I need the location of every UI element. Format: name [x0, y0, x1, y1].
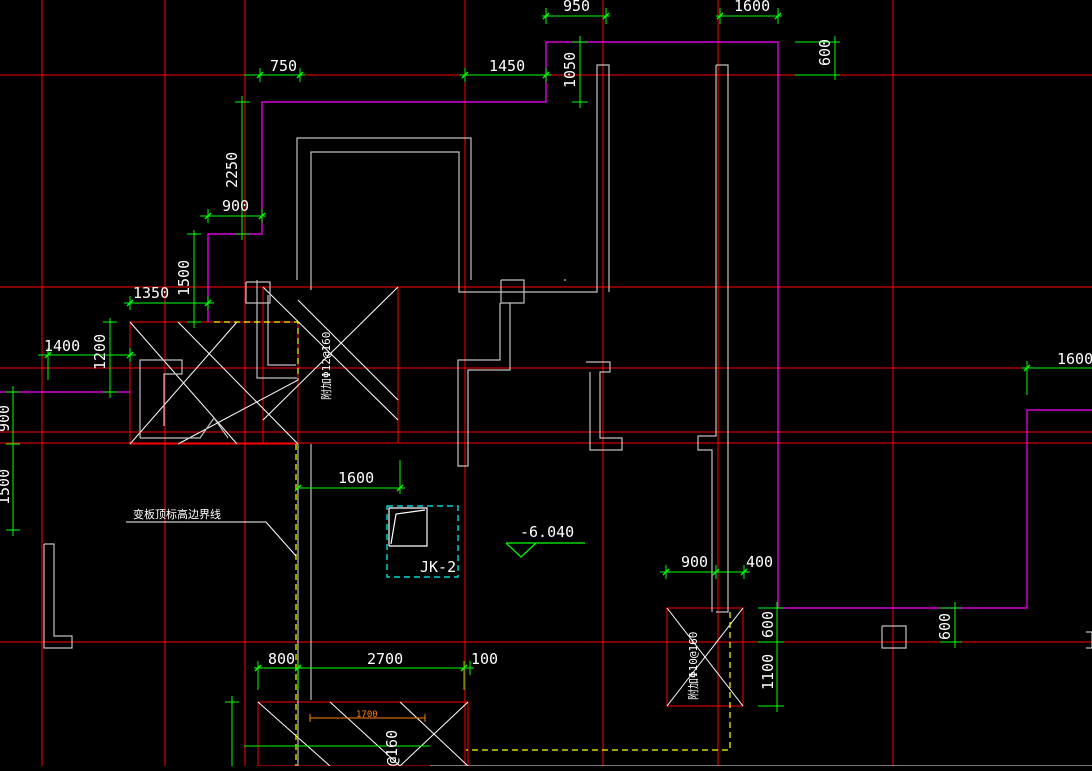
dim-1350: 1350 — [133, 284, 169, 302]
dim-400: 400 — [746, 553, 773, 571]
boundary-note-leader — [126, 521, 297, 557]
cross-markings — [129, 286, 744, 767]
dim-1450: 1450 — [489, 57, 525, 75]
dim-1500: 1500 — [175, 260, 193, 296]
dim-1400: 1400 — [44, 337, 80, 355]
dim-600-lower: 600 — [759, 611, 777, 638]
dim-2250: 2250 — [223, 152, 241, 188]
pit-outline — [386, 505, 459, 578]
dim-950: 950 — [563, 0, 590, 15]
lower-zone-annotations — [309, 714, 426, 722]
dim-600-top: 600 — [816, 39, 834, 66]
dim-750: 750 — [270, 57, 297, 75]
dim-1100: 1100 — [759, 654, 777, 690]
dim-800: 800 — [268, 650, 295, 668]
boundary-note: 变板顶标高边界线 — [133, 507, 221, 521]
dim-1600-top: 1600 — [734, 0, 770, 15]
rebar-note-right: 附加Φ10@160 — [686, 632, 700, 700]
wall-outlines — [43, 64, 1092, 767]
dim-600-right: 600 — [936, 613, 954, 640]
dim-1700: 1700 — [356, 710, 378, 720]
dimension-lines — [6, 8, 1092, 766]
elevation-boundary-dashed — [214, 321, 731, 766]
dim-1600-mid: 1600 — [338, 469, 374, 487]
dim-1050: 1050 — [561, 52, 579, 88]
dim-160-bottom: @160 — [383, 730, 401, 766]
dimension-ticks — [44, 12, 1031, 672]
rebar-zones — [129, 286, 744, 767]
drawing-labels: 变板顶标高边界线 附加Φ12@160 附加Φ10@160 JK-2 -6.040 — [133, 332, 700, 700]
dim-1600-right: 1600 — [1057, 350, 1092, 368]
elevation-value: -6.040 — [520, 523, 574, 541]
dim-2700: 2700 — [367, 650, 403, 668]
dim-900-edge: 900 — [0, 405, 13, 432]
dim-900-left: 900 — [222, 197, 249, 215]
pit-inner — [388, 507, 428, 547]
dim-1500-edge: 1500 — [0, 469, 13, 505]
dim-100: 100 — [471, 650, 498, 668]
pit-tag: JK-2 — [420, 558, 456, 576]
dim-900-lower: 900 — [681, 553, 708, 571]
elevation-marker — [505, 542, 585, 558]
rebar-note-left: 附加Φ12@160 — [319, 332, 333, 400]
dim-1200: 1200 — [91, 334, 109, 370]
